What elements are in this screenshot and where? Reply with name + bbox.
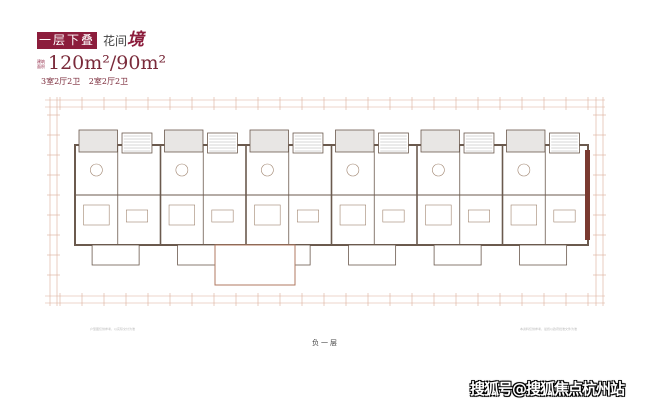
note-left: 户型图仅供参考，以实际交付为准 — [90, 327, 136, 331]
bed-furniture — [168, 204, 196, 226]
table-furniture — [517, 163, 531, 177]
bed-furniture — [83, 204, 110, 226]
area-value: 120m²/90m² — [48, 52, 167, 74]
watermark: 搜狐号@搜狐焦点杭州站 — [470, 380, 625, 398]
terrace — [506, 129, 546, 153]
sofa-furniture — [553, 209, 576, 223]
dimension-lines — [45, 97, 606, 306]
table-furniture — [432, 163, 445, 177]
balcony — [433, 244, 482, 266]
sofa-furniture — [126, 209, 148, 223]
brand-prefix: 花间 — [103, 34, 128, 48]
table-furniture — [175, 163, 189, 177]
layout-types: 3室2厅2卫 2室2厅2卫 — [41, 77, 129, 86]
bed-furniture — [339, 204, 366, 226]
table-furniture — [90, 163, 103, 177]
bed-furniture — [254, 204, 281, 226]
balcony — [91, 244, 140, 266]
bed-furniture — [425, 204, 452, 226]
table-furniture — [261, 163, 274, 177]
sofa-furniture — [296, 209, 319, 223]
brand-accent: 境 — [127, 30, 145, 50]
sofa-furniture — [467, 209, 490, 223]
sofa-furniture — [211, 209, 234, 223]
terrace — [78, 129, 118, 153]
note-right: 本资料仅供参考，最终以政府批准文件为准 — [520, 327, 578, 331]
balcony — [519, 244, 568, 266]
balcony — [348, 244, 397, 266]
area-label: 建筑面积 — [37, 59, 45, 69]
terrace — [249, 129, 289, 153]
table-furniture — [346, 163, 360, 177]
terrace — [164, 129, 204, 153]
building-outline — [74, 129, 590, 286]
terrace — [335, 129, 375, 153]
entrance-court — [214, 244, 296, 286]
floor-type-badge: 一层下叠 — [37, 32, 97, 49]
bed-furniture — [510, 204, 537, 226]
sofa-furniture — [382, 209, 405, 223]
side-wall — [585, 150, 590, 240]
plan-caption: 负一层 — [312, 339, 339, 347]
brand-logo: 花间境 — [103, 31, 144, 50]
terrace — [420, 129, 460, 153]
